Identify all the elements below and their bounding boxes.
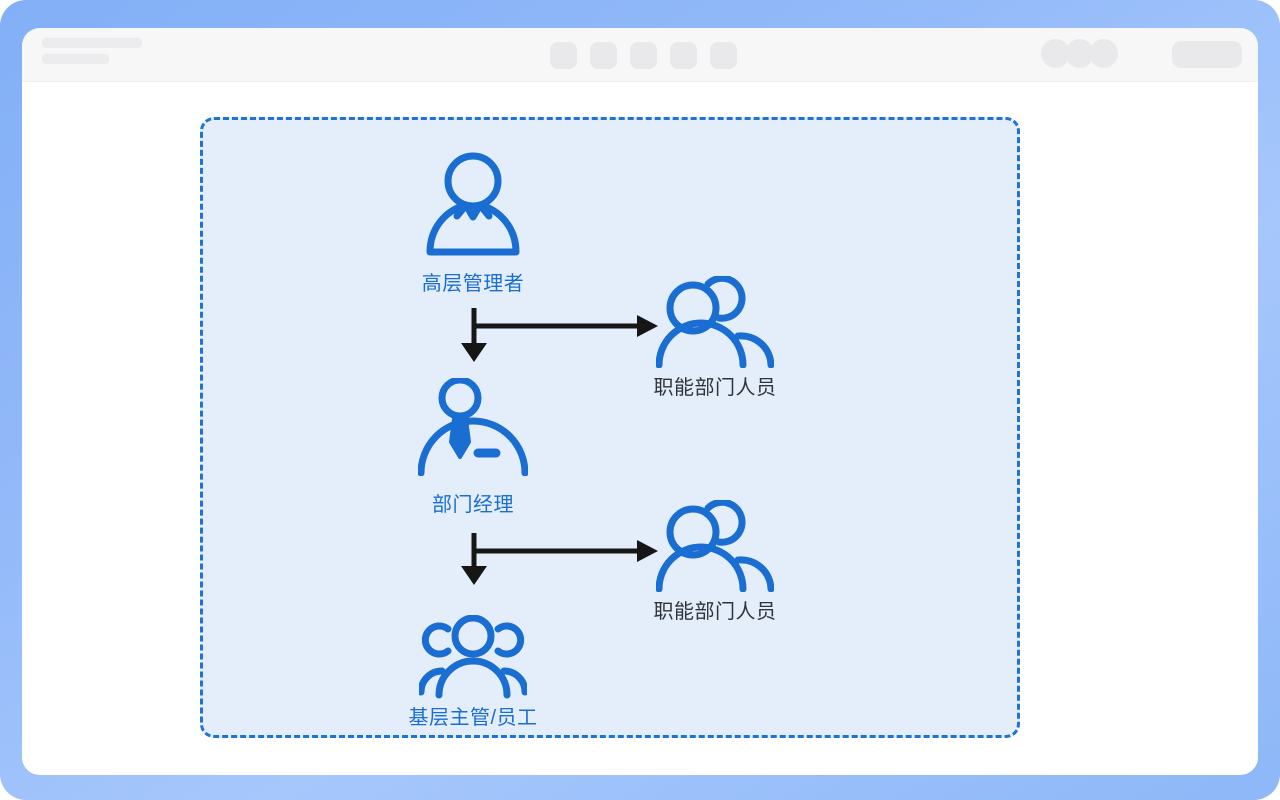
node-frontline-staff: 基层主管/员工 (393, 615, 553, 730)
title-line-placeholder (42, 38, 142, 48)
node-functional-staff-1: 职能部门人员 (635, 276, 795, 400)
toolbar-button-placeholder[interactable] (710, 42, 737, 69)
org-diagram-panel: 高层管理者 职能部门人员 (200, 117, 1020, 738)
browser-header (22, 28, 1258, 82)
node-label-functional-staff-2: 职能部门人员 (653, 601, 777, 623)
window-title-placeholder (42, 38, 142, 64)
browser-window: 高层管理者 职能部门人员 (22, 28, 1258, 775)
node-label-executive: 高层管理者 (421, 273, 525, 295)
toolbar-button-placeholder[interactable] (630, 42, 657, 69)
node-department-manager: 部门经理 (393, 378, 553, 517)
toolbar-buttons (550, 42, 737, 69)
connector-arrows (461, 308, 658, 585)
node-label-frontline-staff: 基层主管/员工 (408, 707, 538, 729)
three-users-icon (419, 615, 527, 699)
two-users-icon (656, 500, 774, 592)
toolbar-button-placeholder[interactable] (670, 42, 697, 69)
window-controls (1041, 39, 1118, 68)
person-tie-icon (418, 378, 528, 476)
toolbar-button-placeholder[interactable] (550, 42, 577, 69)
node-executive: 高层管理者 (393, 151, 553, 296)
node-label-department-manager: 部门经理 (432, 494, 514, 516)
window-control-circle[interactable] (1089, 39, 1118, 68)
action-button-placeholder[interactable] (1172, 41, 1242, 68)
browser-content: 高层管理者 职能部门人员 (22, 82, 1258, 774)
node-label-functional-staff-1: 职能部门人员 (653, 377, 777, 399)
subtitle-line-placeholder (42, 54, 109, 64)
person-collar-icon (426, 152, 520, 256)
node-functional-staff-2: 职能部门人员 (635, 500, 795, 624)
toolbar-button-placeholder[interactable] (590, 42, 617, 69)
two-users-icon (656, 276, 774, 368)
